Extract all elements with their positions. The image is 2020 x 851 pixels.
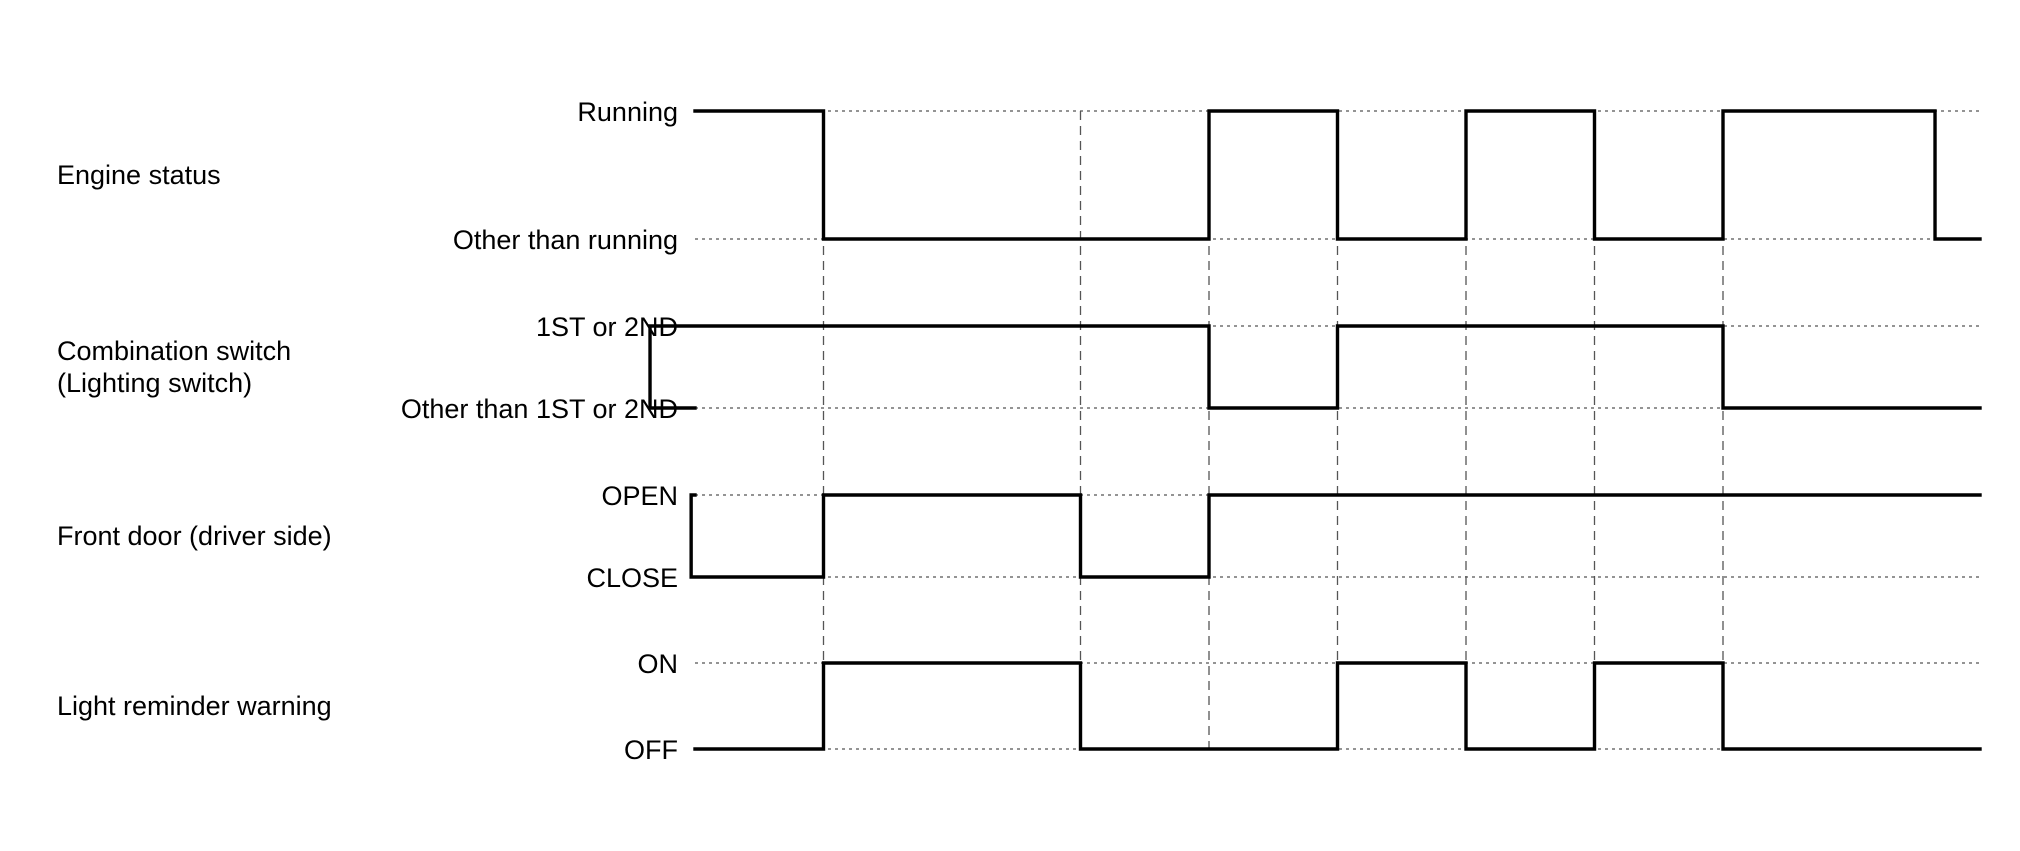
signal-2-waveform — [648, 324, 1982, 410]
signal-3-waveform — [689, 493, 1982, 579]
waveforms — [648, 109, 1982, 751]
signal-2-high-label: 1ST or 2ND — [536, 312, 678, 342]
signal-4-name: Light reminder warning — [57, 691, 332, 721]
signal-3-low-label: CLOSE — [586, 563, 678, 593]
event-markers — [822, 111, 1724, 749]
signal-3-name: Front door (driver side) — [57, 521, 332, 551]
signal-4-high-label: ON — [638, 649, 679, 679]
signal-1-low-label: Other than running — [453, 225, 678, 255]
signal-4-waveform — [693, 661, 1982, 751]
signal-1-high-label: Running — [577, 97, 678, 127]
signal-3-high-label: OPEN — [601, 481, 678, 511]
signal-4-low-label: OFF — [624, 735, 678, 765]
signal-2-low-label: Other than 1ST or 2ND — [401, 394, 678, 424]
signal-1-name: Engine status — [57, 160, 221, 190]
signal-2-name: Combination switch(Lighting switch) — [57, 336, 291, 398]
signal-1-waveform — [693, 109, 1982, 241]
